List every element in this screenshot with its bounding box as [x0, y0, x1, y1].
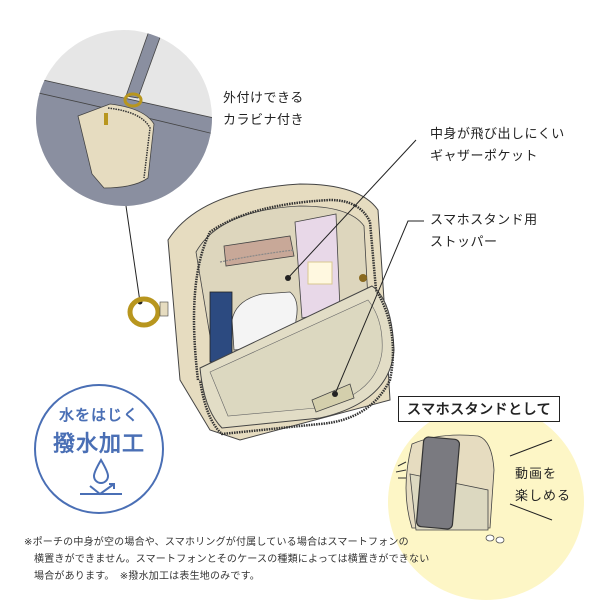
footnote-line1: ※ポーチの中身が空の場合や、スマホリングが付属している場合はスマートフォンの: [24, 537, 409, 548]
water-repellent-badge: 水をはじく 撥水加工: [34, 384, 164, 514]
stopper-callout: スマホスタンド用 ストッパー: [430, 210, 538, 254]
carabiner-callout-line1: 外付けできる: [223, 91, 304, 106]
carabiner-callout: 外付けできる カラビナ付き: [223, 88, 304, 132]
enjoy-line1: 動画を: [515, 467, 558, 482]
carabiner-detail-illustration: [36, 30, 212, 206]
footnote: ※ポーチの中身が空の場合や、スマホリングが付属している場合はスマートフォンの 横…: [24, 534, 429, 585]
gather-pocket-callout-line1: 中身が飛び出しにくい: [430, 127, 565, 142]
water-drop-repel-icon: [80, 458, 122, 496]
footnote-line3: 場合があります。 ※撥水加工は表生地のみです。: [34, 571, 260, 582]
gather-pocket-callout: 中身が飛び出しにくい ギャザーポケット: [430, 124, 565, 168]
stand-panel-title: スマホスタンドとして: [398, 396, 561, 422]
enjoy-video-caption: 動画を 楽しめる: [515, 464, 571, 508]
gather-pocket-callout-line2: ギャザーポケット: [430, 149, 539, 164]
earbuds-icon: [485, 534, 505, 544]
stopper-callout-line2: ストッパー: [430, 235, 498, 250]
enjoy-line2: 楽しめる: [515, 489, 572, 504]
water-badge-line2: 撥水加工: [52, 432, 145, 457]
carabiner-callout-line2: カラビナ付き: [223, 113, 305, 128]
footnote-line2: 横置きができません。スマートフォンとそのケースの種類によっては横置きができない: [34, 554, 430, 565]
water-badge-line1: 水をはじく: [58, 406, 139, 424]
stopper-callout-line1: スマホスタンド用: [430, 213, 538, 228]
